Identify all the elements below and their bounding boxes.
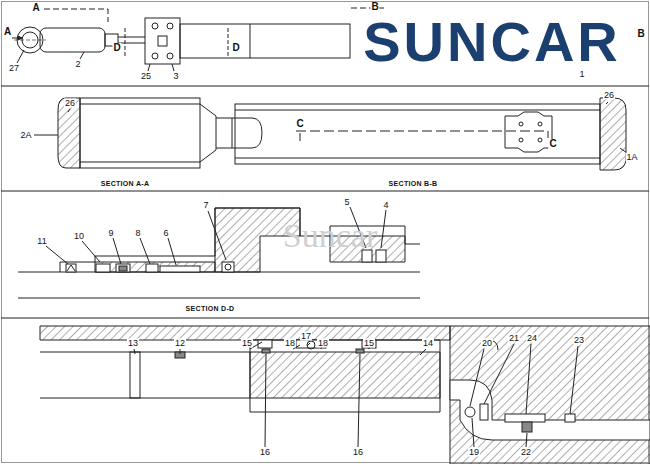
callout-number: 9 — [107, 229, 114, 238]
callout-number: 23 — [573, 336, 585, 345]
section-letter: A — [3, 27, 12, 37]
callout-number: 2 — [74, 60, 81, 69]
section-title: SECTION B-B — [388, 180, 439, 187]
callout-number: 14 — [422, 339, 434, 348]
callout-number: 18 — [317, 339, 329, 348]
callout-number: 7 — [202, 201, 209, 210]
callout-number: 16 — [259, 448, 271, 457]
section-title: SECTION D-D — [185, 305, 236, 312]
callout-number: 2A — [19, 131, 32, 140]
callout-number: 10 — [73, 232, 85, 241]
callout-number: 1 — [578, 70, 585, 79]
callout-number: 3 — [172, 72, 179, 81]
brand-logo: SUNCAR — [361, 14, 623, 70]
callout-number: 16 — [352, 448, 364, 457]
callout-number: 20 — [481, 339, 493, 348]
section-letter: D — [231, 43, 240, 53]
section-letter: D — [112, 43, 121, 53]
section-letter: A — [31, 3, 40, 13]
callout-number: 27 — [8, 64, 20, 73]
callout-number: 18 — [284, 339, 296, 348]
callout-number: 25 — [140, 72, 152, 81]
watermark: Suncar — [282, 219, 378, 253]
section-title: SECTION A-A — [100, 180, 151, 187]
callout-number: 1A — [625, 153, 638, 162]
callout-number: 13 — [127, 339, 139, 348]
callout-number: 8 — [134, 229, 141, 238]
section-letter: B — [636, 29, 645, 39]
callout-number: 5 — [343, 198, 350, 207]
callout-number: 12 — [174, 339, 186, 348]
callout-number: 22 — [520, 448, 532, 457]
callout-number: 15 — [363, 339, 375, 348]
section-letter: C — [548, 139, 557, 149]
callout-number: 19 — [468, 448, 480, 457]
section-letter: C — [295, 119, 304, 129]
callout-number: 17 — [300, 332, 312, 341]
callout-number: 26 — [64, 99, 76, 108]
callout-number: 26 — [603, 91, 615, 100]
callout-number: 24 — [526, 334, 538, 343]
section-letter: B — [370, 2, 379, 12]
callout-number: 21 — [508, 334, 520, 343]
callout-number: 4 — [382, 201, 389, 210]
callout-number: 6 — [162, 229, 169, 238]
callout-number: 15 — [241, 339, 253, 348]
callout-number: 11 — [36, 237, 47, 246]
